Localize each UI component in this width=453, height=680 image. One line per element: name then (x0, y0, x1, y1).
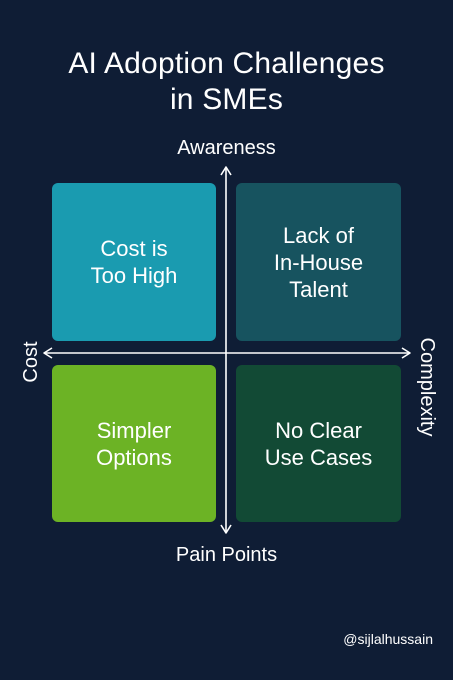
horizontal-axis-left-arrowhead (43, 347, 53, 359)
quadrant-bottom-left: Simpler Options (52, 365, 216, 522)
axis-label-left: Cost (20, 341, 42, 383)
title-line-2: in SMEs (169, 83, 284, 116)
quadrant-bottom-right-label: No Clear Use Cases (264, 417, 373, 470)
vertical-axis-top-arrowhead (220, 166, 232, 176)
quadrant-top-right: Lack of In-House Talent (236, 183, 401, 341)
diagram-title: AI Adoption Challenges in SMEs (0, 46, 453, 118)
quadrant-top-right-label: Lack of In-House Talent (273, 222, 364, 302)
axis-label-top: Awareness (177, 137, 276, 159)
axis-label-bottom: Pain Points (175, 544, 278, 566)
quadrant-bottom-left-label: Simpler Options (96, 417, 172, 470)
quadrant-bottom-right: No Clear Use Cases (236, 365, 401, 522)
horizontal-axis-right-arrowhead (401, 347, 411, 359)
quadrant-top-left: Cost is Too High (52, 183, 216, 341)
quadrant-top-left-label: Cost is Too High (90, 236, 178, 288)
vertical-axis-bottom-arrowhead (220, 524, 232, 534)
author-handle: @sijlalhussain (343, 631, 433, 647)
title-line-1: AI Adoption Challenges (68, 47, 385, 80)
axis-label-right: Complexity (416, 337, 438, 437)
